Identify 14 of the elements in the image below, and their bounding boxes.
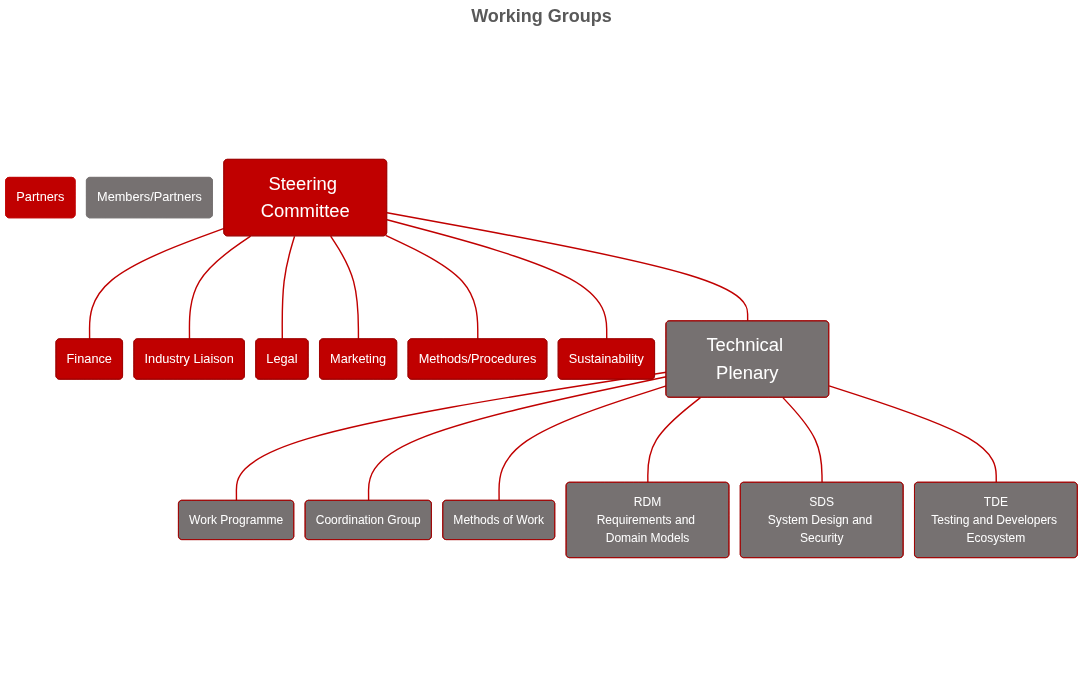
connector xyxy=(329,235,360,340)
connector xyxy=(386,219,608,340)
connector xyxy=(782,396,823,484)
connector xyxy=(498,385,667,502)
connector xyxy=(647,396,702,484)
connector xyxy=(384,234,479,340)
connector xyxy=(386,212,749,322)
group-heading: Working Groups xyxy=(471,6,612,27)
connector xyxy=(367,376,667,502)
connector xyxy=(281,235,296,340)
connector xyxy=(828,385,997,484)
connector xyxy=(188,235,252,340)
connector xyxy=(88,227,225,340)
connector xyxy=(235,371,667,502)
